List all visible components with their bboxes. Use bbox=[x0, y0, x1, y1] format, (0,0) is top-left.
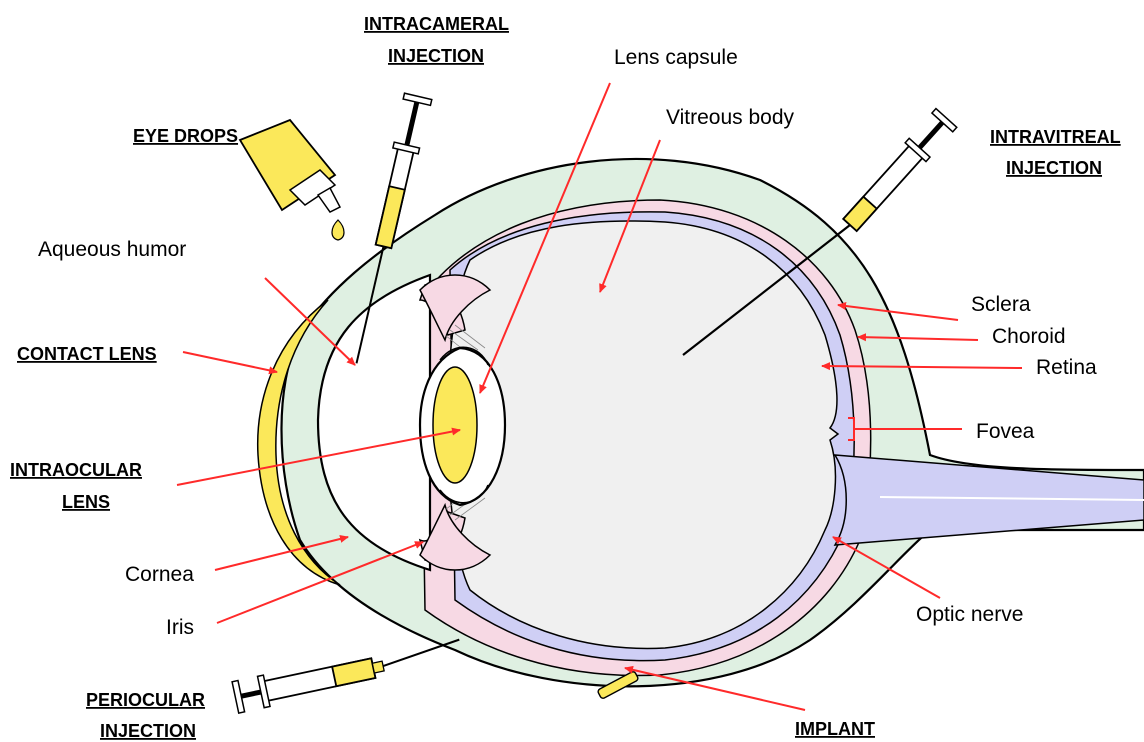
route-eye-drops: EYE DROPS bbox=[133, 126, 238, 146]
route-intracameral-line1: INTRACAMERAL bbox=[364, 14, 509, 34]
intravitreal-syringe bbox=[840, 109, 957, 235]
arrow-contact-lens bbox=[183, 352, 277, 372]
label-retina: Retina bbox=[1036, 356, 1097, 379]
route-contact-lens: CONTACT LENS bbox=[17, 344, 157, 364]
route-intraocular-line1: INTRAOCULAR bbox=[10, 460, 142, 480]
route-intraocular-line2: LENS bbox=[62, 492, 110, 512]
route-intravitreal-line2: INJECTION bbox=[1006, 158, 1102, 178]
vitreous-body-shape bbox=[448, 221, 839, 648]
route-intracameral-line2: INJECTION bbox=[388, 46, 484, 66]
label-vitreous-body: Vitreous body bbox=[666, 106, 795, 129]
route-periocular-line2: INJECTION bbox=[100, 721, 196, 741]
eye-drops-bottle bbox=[240, 120, 344, 240]
eye-drop bbox=[332, 220, 344, 240]
route-intravitreal-line1: INTRAVITREAL bbox=[990, 127, 1121, 147]
periocular-syringe bbox=[232, 634, 465, 713]
route-periocular-line1: PERIOCULAR bbox=[86, 690, 205, 710]
label-sclera: Sclera bbox=[971, 293, 1031, 316]
label-fovea: Fovea bbox=[976, 420, 1035, 443]
intraocular-lens-shape bbox=[433, 367, 477, 483]
label-cornea: Cornea bbox=[125, 563, 194, 586]
label-iris: Iris bbox=[166, 616, 194, 639]
label-optic-nerve: Optic nerve bbox=[916, 603, 1023, 626]
route-implant: IMPLANT bbox=[795, 719, 875, 739]
label-aqueous-humor: Aqueous humor bbox=[38, 238, 186, 261]
label-lens-capsule: Lens capsule bbox=[614, 46, 738, 69]
label-choroid: Choroid bbox=[992, 325, 1066, 348]
